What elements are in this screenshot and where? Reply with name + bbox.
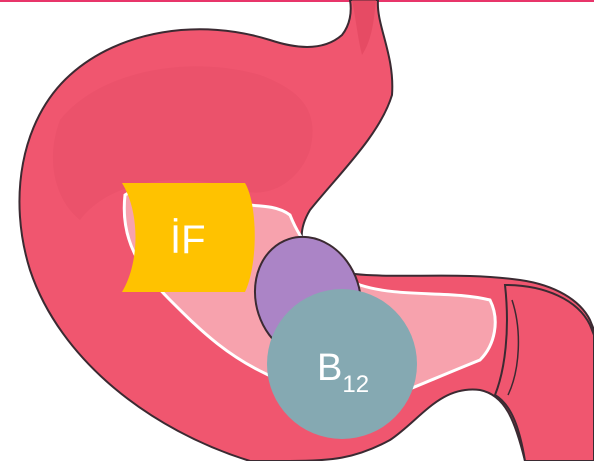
duodenum: [495, 285, 594, 461]
b12-subscript: 12: [342, 371, 369, 398]
b12-main-label: B: [317, 347, 342, 389]
top-border: [0, 0, 594, 2]
intrinsic-factor-label: İF: [170, 217, 206, 262]
